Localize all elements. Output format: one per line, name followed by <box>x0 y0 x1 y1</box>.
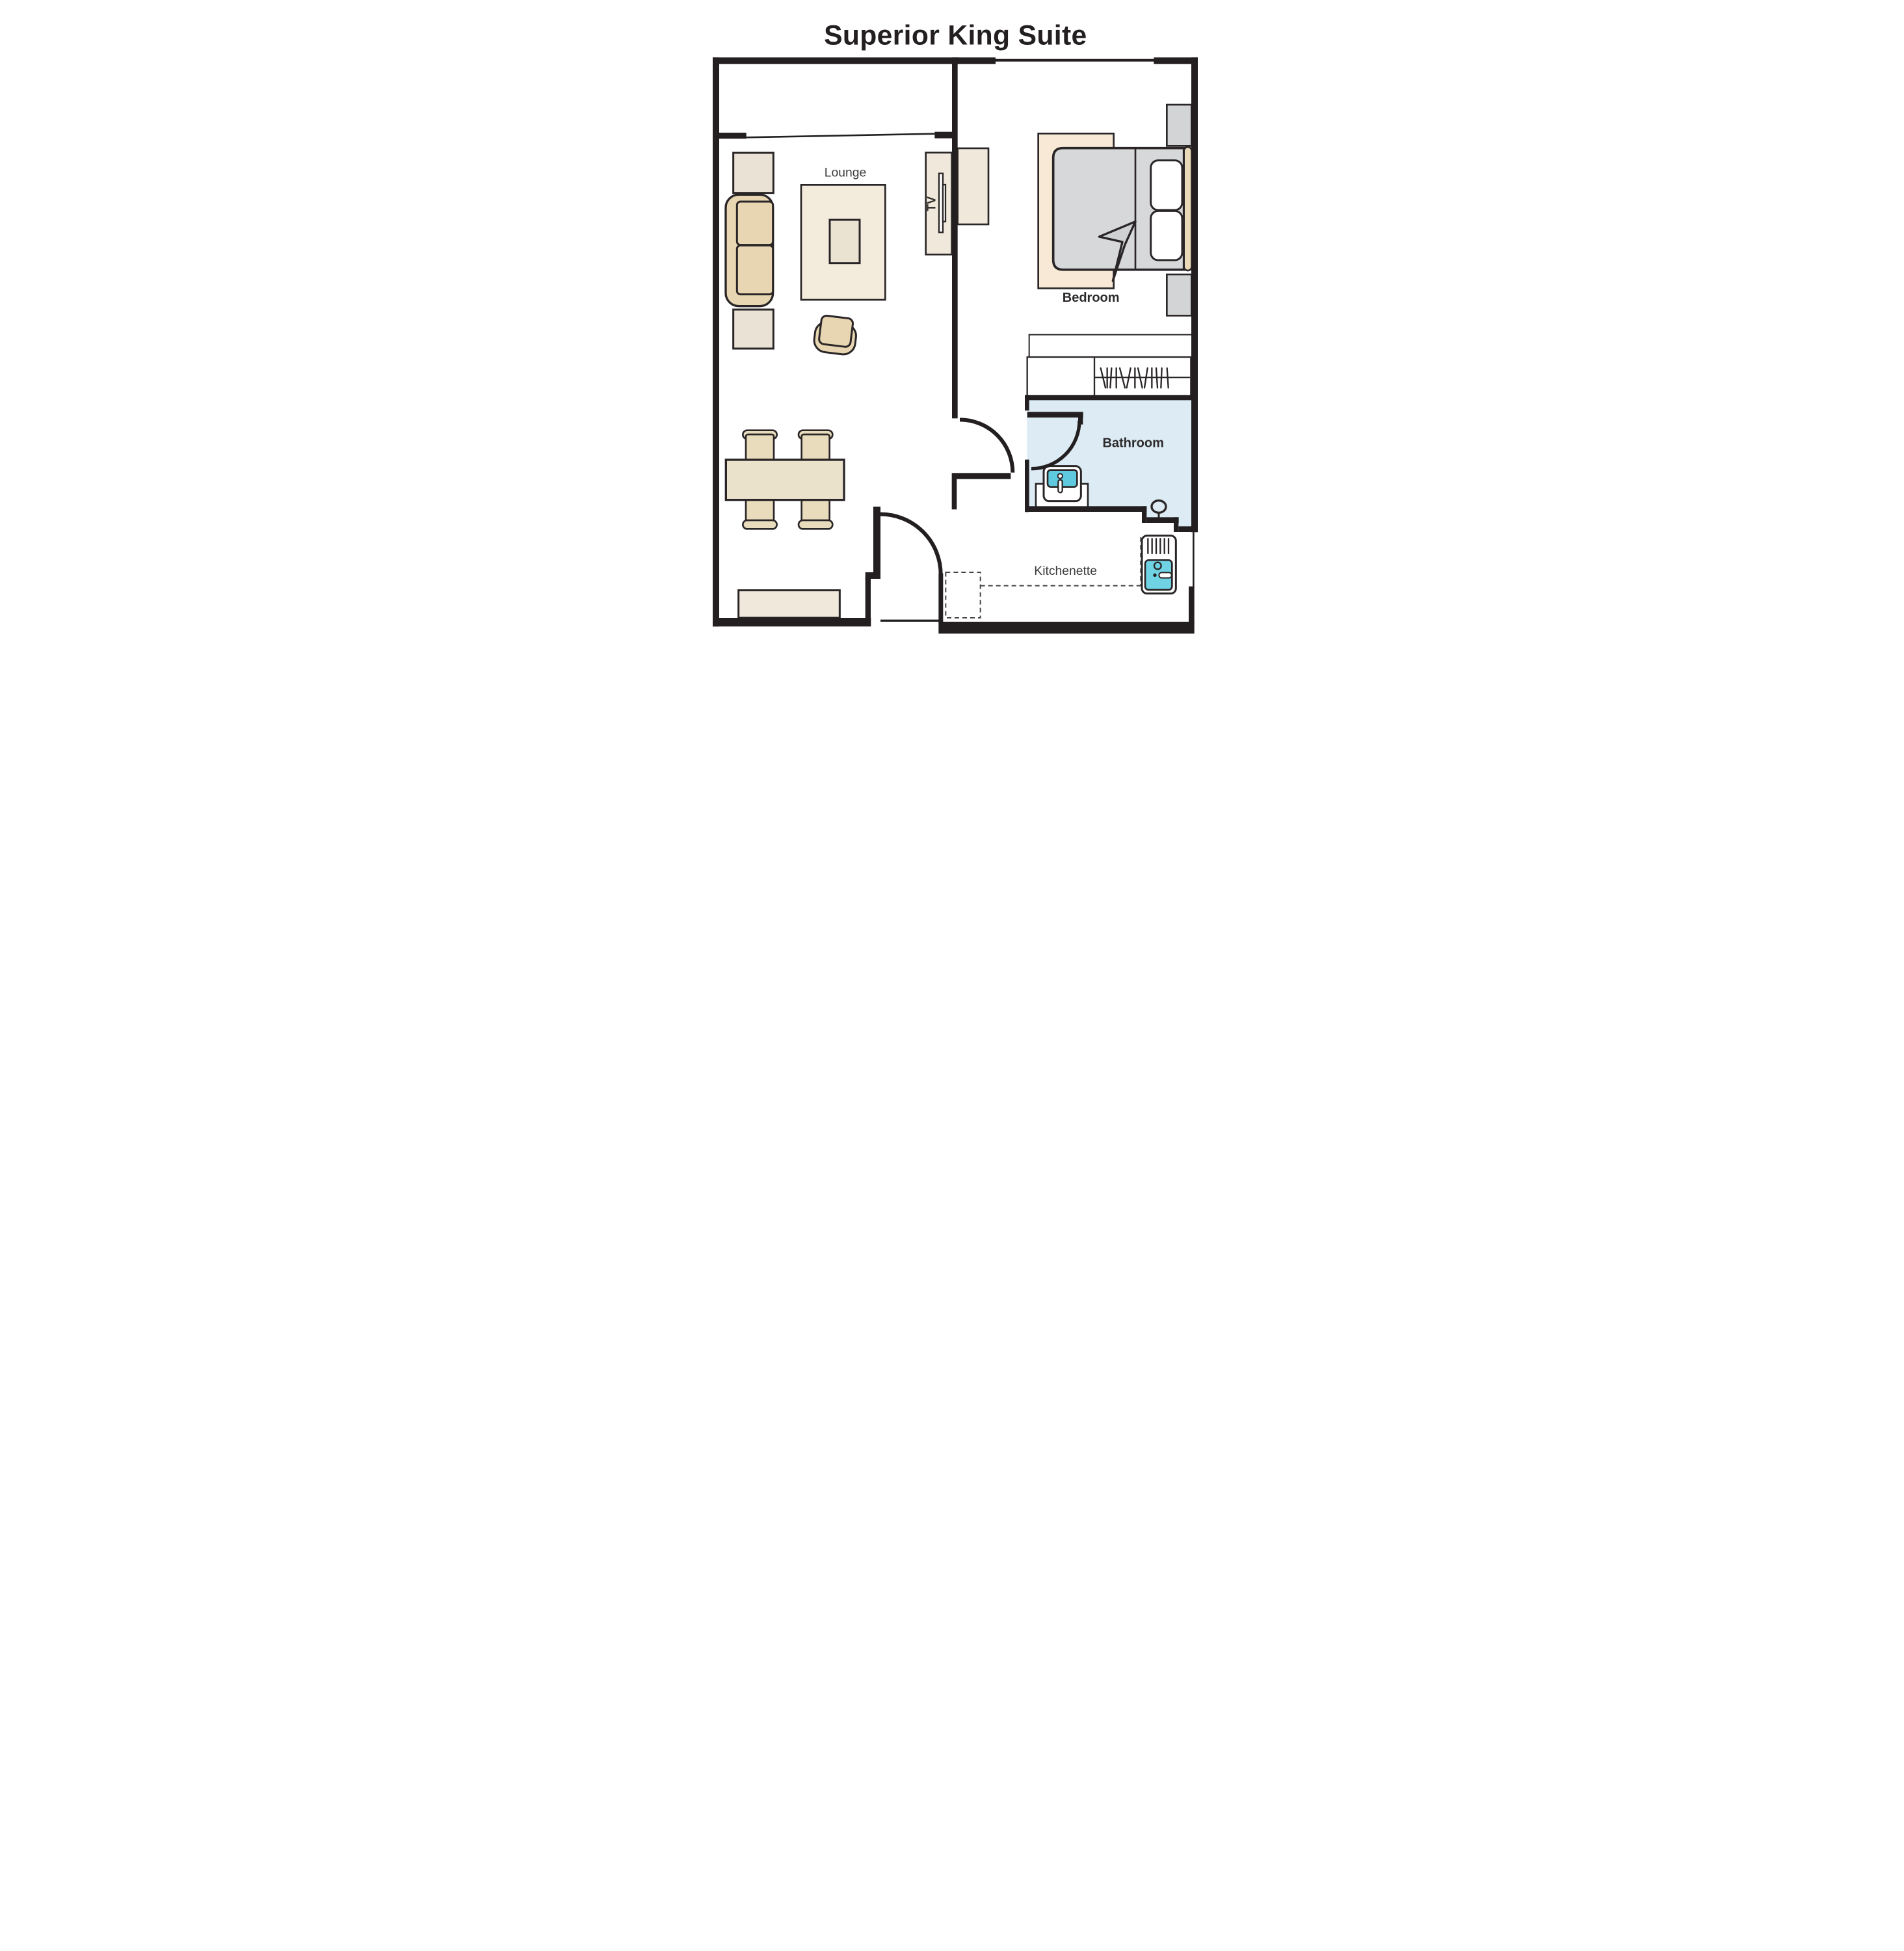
nightstand <box>1166 103 1193 147</box>
page-title: Superior King Suite <box>824 20 1087 51</box>
dining-chair <box>797 519 834 530</box>
wall-bathroom-south-b <box>1146 517 1179 523</box>
wall-bathroom-north <box>1025 395 1192 401</box>
walls <box>713 57 1198 634</box>
coffee-table <box>828 219 861 265</box>
balcony-window <box>746 133 935 139</box>
balcony-anchor-left <box>719 133 747 139</box>
window-right-lower <box>1193 532 1195 588</box>
wall-entry-step-jog <box>865 572 880 579</box>
label-lounge: Lounge <box>825 166 867 180</box>
label-tv: TV <box>925 196 938 211</box>
label-bedroom: Bedroom <box>1063 291 1120 305</box>
wall-bathroom-south-a <box>1025 506 1147 512</box>
wall-hall-stub <box>951 479 957 510</box>
sofa-cushion <box>735 244 774 296</box>
dining-table <box>724 458 845 501</box>
hanger-rail-icon <box>1094 367 1191 389</box>
wall-bathroom-west-lower <box>1025 459 1029 512</box>
labels: Superior King Suite Lounge Bedroom Bathr… <box>824 20 1164 578</box>
wall-bathroom-south-c <box>1178 526 1193 532</box>
floor-plan-page: Superior King Suite Lounge Bedroom Bathr… <box>635 0 1269 650</box>
window-top-bedroom <box>994 59 1155 62</box>
tap-handle <box>1057 479 1063 494</box>
hall-door-arc <box>959 418 1015 473</box>
wall-bathroom-west-upper <box>1025 395 1029 411</box>
nightstand <box>1166 273 1193 317</box>
side-table-bottom <box>732 308 774 350</box>
wall-bottom-kitchenette <box>938 622 1195 634</box>
dining-chair <box>742 519 778 530</box>
faucet-icon <box>1057 473 1063 479</box>
wardrobe <box>1026 334 1192 397</box>
bed-sheet-fold <box>1098 220 1137 282</box>
wall-left <box>713 57 719 627</box>
bedroom-furniture <box>957 103 1193 317</box>
kitchenette-fixtures <box>945 535 1177 618</box>
dining-set <box>724 429 845 530</box>
armchair <box>813 314 857 356</box>
bathroom-door-arc <box>1031 420 1081 471</box>
sideboard <box>737 589 841 619</box>
wall-entry-jamb-right <box>938 573 944 624</box>
wall-bathroom-vestibule <box>1027 412 1083 418</box>
pillow <box>1150 159 1183 211</box>
wall-right <box>1191 57 1198 533</box>
wall-entry-step-lower <box>865 576 871 623</box>
label-bathroom: Bathroom <box>1102 436 1163 450</box>
counter-outline <box>945 572 981 618</box>
wall-hall-south <box>951 473 1011 479</box>
dresser <box>957 147 990 226</box>
wall-bottom-lounge <box>713 618 871 627</box>
wall-top-bedroom-left <box>957 57 996 64</box>
wall-bathroom-south-step2 <box>1174 517 1179 532</box>
wall-divider-lounge-bedroom <box>952 57 958 419</box>
pillow <box>1150 209 1183 261</box>
lounge-furniture <box>724 152 953 619</box>
wall-top-lounge <box>713 57 959 64</box>
wall-entry-step-upper <box>873 507 880 573</box>
headboard <box>1183 146 1193 272</box>
bathroom-fixtures <box>1035 465 1167 519</box>
side-table-top <box>732 152 774 194</box>
balcony-anchor-right <box>934 131 952 139</box>
floor-plan-canvas: Superior King Suite Lounge Bedroom Bathr… <box>713 20 1198 634</box>
wall-right-lower <box>1189 586 1195 624</box>
entry-threshold <box>880 619 939 622</box>
sofa-cushion <box>735 200 774 246</box>
tv-icon <box>938 172 947 233</box>
label-kitchenette: Kitchenette <box>1034 564 1097 578</box>
kitchen-sink-icon <box>1141 535 1177 595</box>
wall-top-bedroom-right <box>1154 57 1198 64</box>
wall-bathroom-south-step1 <box>1142 506 1147 523</box>
entry-door-arc <box>880 512 943 575</box>
